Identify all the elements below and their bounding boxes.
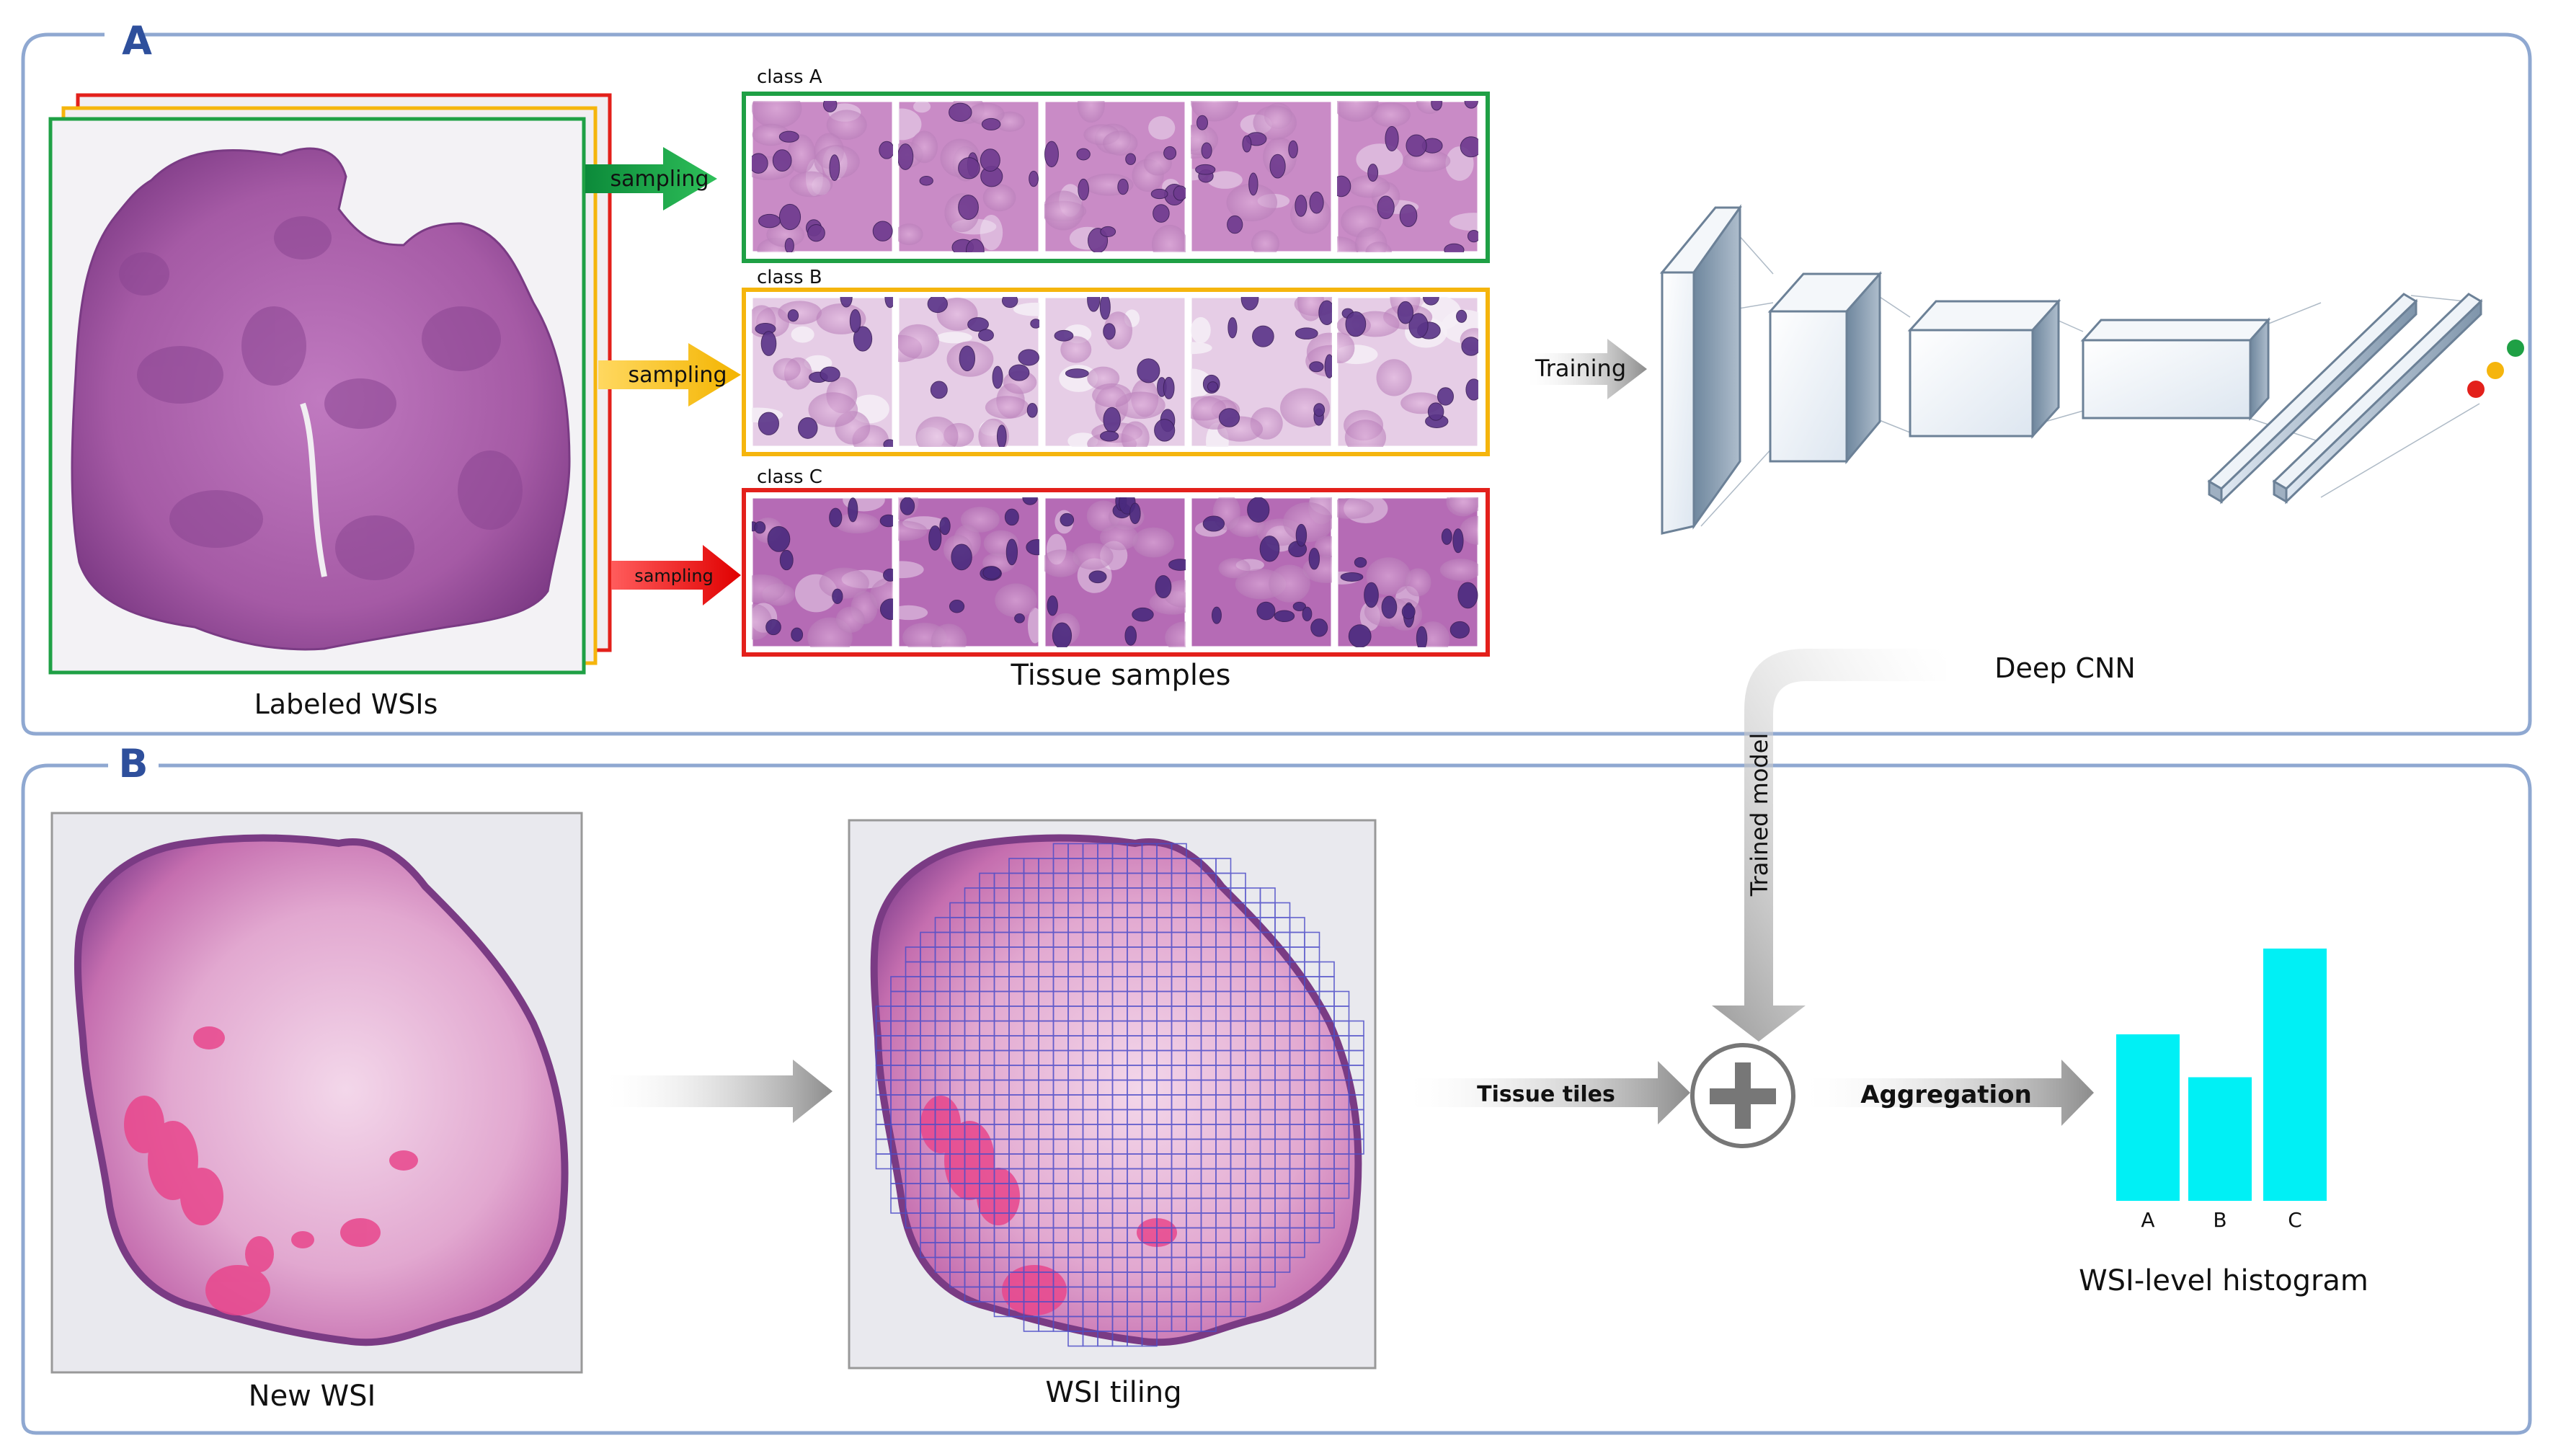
tissue-tile — [750, 99, 894, 254]
wsi-level-histogram: A B C — [2116, 949, 2327, 1232]
class-c-label: class C — [757, 466, 822, 488]
aggregation-arrow: Aggregation — [1806, 1060, 2094, 1126]
labeled-wsi-texture — [119, 216, 523, 580]
panel-a: A Labeled WSIs sampling — [21, 18, 2532, 736]
tissue-tile — [1189, 496, 1333, 649]
caption-deep-cnn: Deep CNN — [1994, 652, 2136, 684]
caption-new-wsi: New WSI — [249, 1380, 376, 1413]
tiling-cell — [1318, 1212, 1335, 1229]
class-b-label: class B — [757, 267, 822, 288]
panel-b-letter: B — [118, 741, 148, 786]
trained-model-arrow: Trained model — [1712, 649, 1946, 1042]
tiling-cell — [1304, 1227, 1320, 1243]
panel-a-letter: A — [122, 18, 152, 63]
tissue-tile — [750, 496, 894, 649]
aggregation-label: Aggregation — [1860, 1080, 2032, 1109]
sampling-label-yellow: sampling — [628, 363, 727, 388]
tiling-cell — [1230, 1301, 1246, 1318]
tiling-cell — [1289, 1242, 1305, 1259]
panel-a-border — [21, 32, 2532, 736]
caption-tissue-samples: Tissue samples — [1011, 659, 1231, 692]
tiling-cell — [1274, 1256, 1291, 1273]
histogram-tick-a: A — [2141, 1208, 2154, 1232]
new-wsi-spots — [124, 1026, 418, 1315]
sampling-label-green: sampling — [610, 167, 709, 192]
caption-labeled-wsis: Labeled WSIs — [254, 688, 438, 720]
labeled-wsi-fissure — [300, 402, 327, 577]
tissue-tile — [897, 296, 1041, 448]
deep-cnn — [1659, 204, 2524, 535]
output-dot-yellow — [2487, 362, 2504, 379]
sampling-label-red: sampling — [634, 566, 714, 586]
class-c-tiles — [750, 496, 1480, 649]
tissue-tile — [1043, 296, 1187, 448]
panel-b-border — [21, 763, 2532, 1435]
sampling-arrow-yellow: sampling — [598, 343, 741, 407]
tissue-tile — [1043, 496, 1187, 649]
tissue-tile — [1336, 296, 1480, 448]
trained-model-label: Trained model — [1746, 733, 1773, 897]
labeled-wsi-stack — [48, 93, 612, 675]
tissue-tiles-label: Tissue tiles — [1477, 1082, 1615, 1107]
tissue-tile — [1336, 99, 1480, 254]
tissue-tiles-arrow: Tissue tiles — [1409, 1061, 1690, 1124]
output-dot-green — [2507, 339, 2524, 357]
sampling-arrow-green: sampling — [585, 147, 717, 210]
class-a-label: class A — [757, 66, 822, 88]
tiling-cell — [1333, 1183, 1350, 1199]
tissue-tile — [1043, 99, 1187, 254]
caption-wsi-tiling: WSI tiling — [1045, 1376, 1181, 1409]
sampling-arrow-red: sampling — [611, 545, 741, 605]
tissue-tile — [1336, 496, 1480, 649]
panel-b: B New WSI WSI tiling — [21, 649, 2532, 1435]
combine-plus-icon — [1690, 1043, 1795, 1148]
tiling-cell — [1141, 1331, 1158, 1347]
output-dot-red — [2467, 381, 2485, 398]
histogram-tick-c: C — [2288, 1208, 2302, 1232]
tissue-tile — [1189, 99, 1333, 254]
tiling-grid — [875, 843, 1364, 1347]
training-label: Training — [1535, 355, 1626, 382]
class-b-tiles — [750, 296, 1480, 448]
class-a-tiles — [750, 99, 1480, 254]
tissue-tile — [1189, 296, 1333, 448]
caption-histogram: WSI-level histogram — [2079, 1264, 2368, 1297]
tiling-cell — [1259, 1271, 1276, 1288]
histogram-bar-a — [2116, 1034, 2180, 1201]
histogram-tick-b: B — [2213, 1208, 2226, 1232]
tissue-tile — [897, 99, 1041, 254]
tiling-cell — [1245, 1286, 1261, 1302]
histogram-bar-b — [2188, 1077, 2252, 1201]
tiling-cell — [1200, 1315, 1217, 1332]
tissue-tile — [750, 296, 894, 448]
histogram-bar-c — [2263, 949, 2327, 1201]
tissue-tile — [897, 496, 1041, 649]
training-arrow: Training — [1527, 339, 1647, 399]
tiling-arrow — [605, 1060, 832, 1123]
tiling-cell — [1348, 1138, 1364, 1155]
